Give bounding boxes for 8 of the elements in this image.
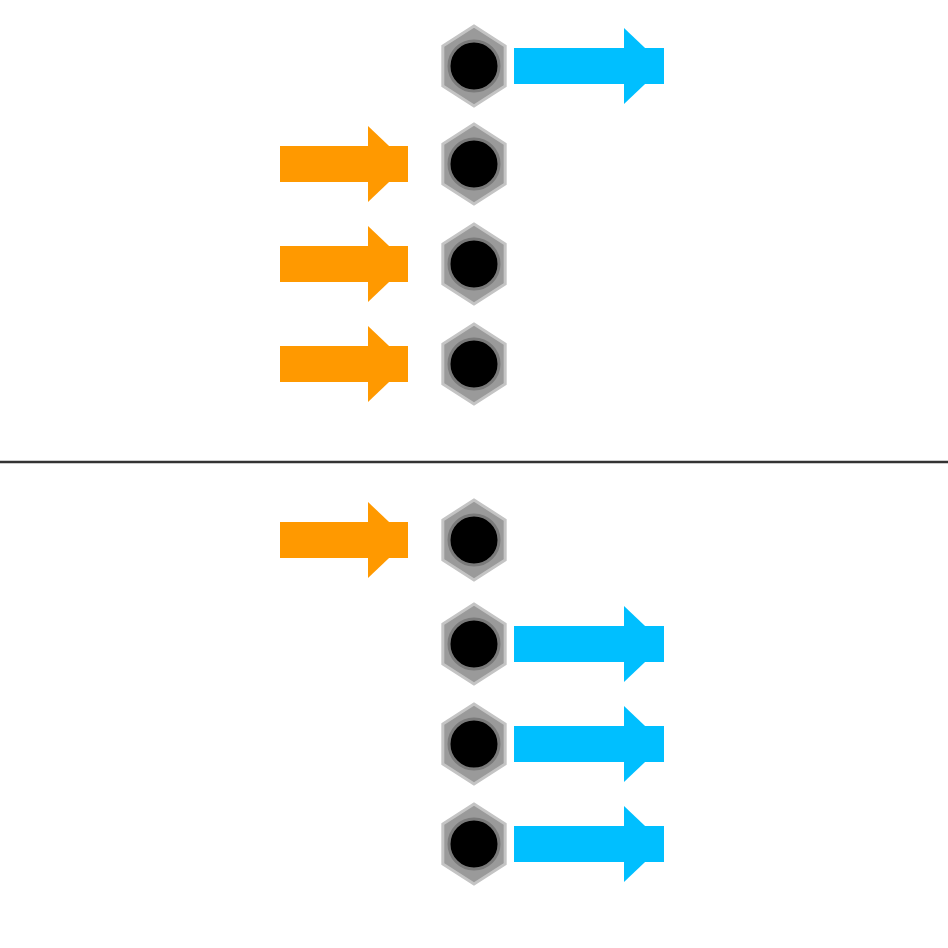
arrow: [514, 28, 664, 104]
arrow: [280, 126, 408, 202]
arrow: [280, 326, 408, 402]
arrow: [514, 606, 664, 682]
arrow: [280, 502, 408, 578]
arrow: [514, 706, 664, 782]
arrow: [514, 806, 664, 882]
arrow: [280, 226, 408, 302]
